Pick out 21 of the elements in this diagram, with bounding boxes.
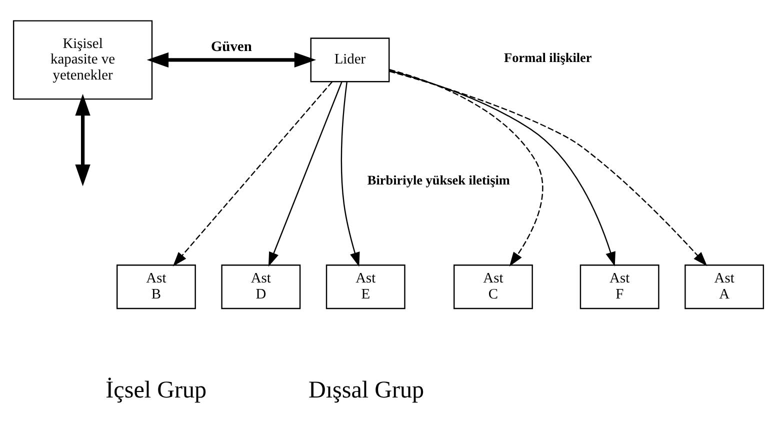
arrow	[389, 70, 708, 266]
edge-label: Güven	[210, 39, 252, 56]
node-box: Ast D	[221, 264, 301, 310]
node-box: Ast E	[326, 264, 406, 310]
label: Formal ilişkiler	[504, 50, 592, 66]
label: Dışsal Grup	[308, 378, 424, 404]
arrow	[75, 94, 90, 186]
arrow	[389, 69, 544, 266]
arrow	[389, 70, 616, 266]
node-box: Ast A	[684, 264, 764, 310]
label: İçsel Grup	[106, 378, 207, 404]
arrow	[268, 82, 342, 267]
node-box: Lider	[310, 38, 390, 82]
label: Birbiriyle yüksek iletişim	[367, 172, 510, 188]
node-box: Ast F	[580, 264, 660, 310]
node-box: Kişisel kapasite ve yetenekler	[12, 20, 153, 100]
node-box: Ast C	[454, 264, 533, 310]
arrow	[340, 82, 360, 267]
node-box: Ast B	[116, 264, 196, 310]
arrow	[146, 52, 316, 68]
arrow	[172, 81, 333, 266]
